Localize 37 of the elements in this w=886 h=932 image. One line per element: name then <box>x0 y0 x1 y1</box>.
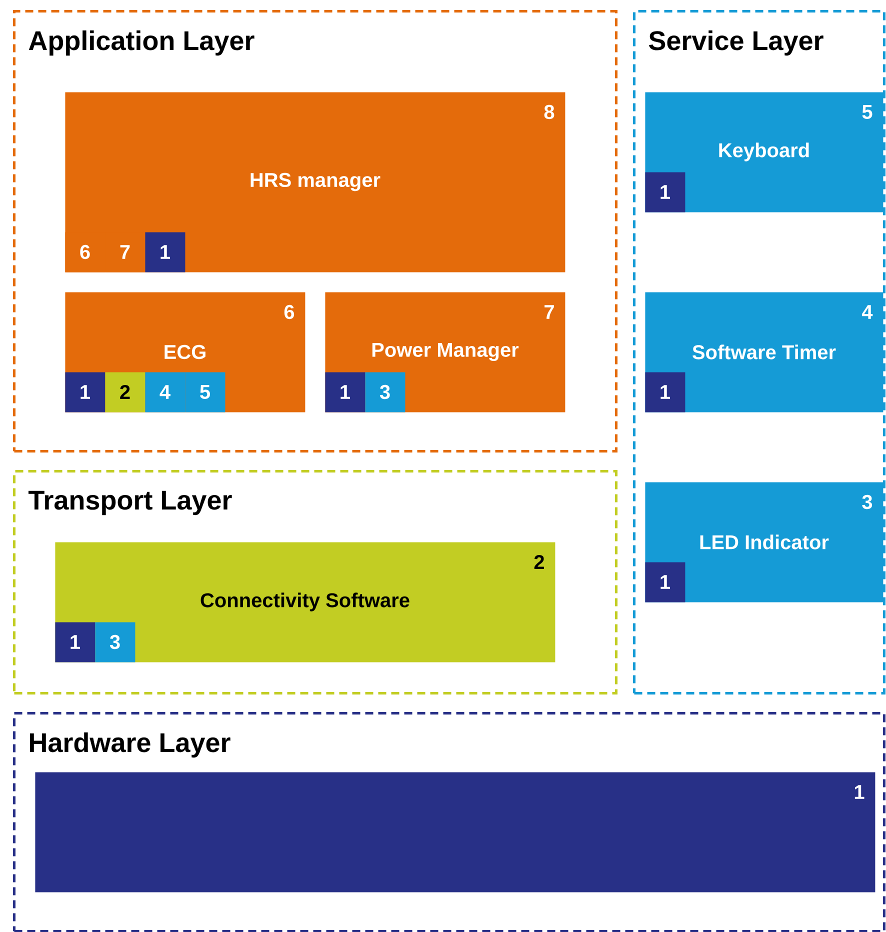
component-number: 3 <box>862 494 872 510</box>
dependency-badge: 2 <box>105 372 146 412</box>
node-label: 7 <box>120 245 130 259</box>
node-label: 4 <box>160 385 170 399</box>
dependency-badge: 3 <box>365 372 406 412</box>
node-label: 5 <box>200 385 210 399</box>
component-label: Connectivity Software <box>200 592 410 612</box>
layer-title: Transport Layer <box>28 490 232 516</box>
component-number: 4 <box>862 305 873 319</box>
layer-title: Service Layer <box>648 30 824 56</box>
dependency-badge: 5 <box>185 372 226 412</box>
layer-title: Application Layer <box>28 30 254 56</box>
dependency-badge: 1 <box>645 372 686 412</box>
dependency-badge: 4 <box>145 372 186 412</box>
dependency-badge: 1 <box>145 232 186 272</box>
component-label: Software Timer <box>692 344 836 360</box>
node-label: 6 <box>80 244 90 260</box>
dependency-badge: 3 <box>95 622 136 662</box>
component-label: ECG <box>164 344 206 360</box>
component-number: 6 <box>284 304 294 320</box>
dependency-badge: 1 <box>55 622 96 662</box>
component-label: Keyboard <box>719 142 809 162</box>
component-label: LED Indicator <box>700 534 829 550</box>
dependency-badge: 1 <box>645 562 686 602</box>
dependency-badge: 1 <box>645 172 686 212</box>
dependency-badge: 1 <box>325 372 366 412</box>
component-number: 2 <box>534 555 544 569</box>
component-number: 1 <box>854 785 864 799</box>
component-number: 5 <box>862 105 872 119</box>
dependency-badge: 7 <box>105 232 146 272</box>
component-label: Power Manager <box>372 343 519 361</box>
component-number: 7 <box>544 305 554 319</box>
dependency-badge: 6 <box>65 232 106 272</box>
component-label: HRS manager <box>250 172 380 192</box>
dependency-badge: 1 <box>65 372 106 412</box>
layer-title: Hardware Layer <box>30 732 230 758</box>
component-number: 8 <box>544 104 554 120</box>
